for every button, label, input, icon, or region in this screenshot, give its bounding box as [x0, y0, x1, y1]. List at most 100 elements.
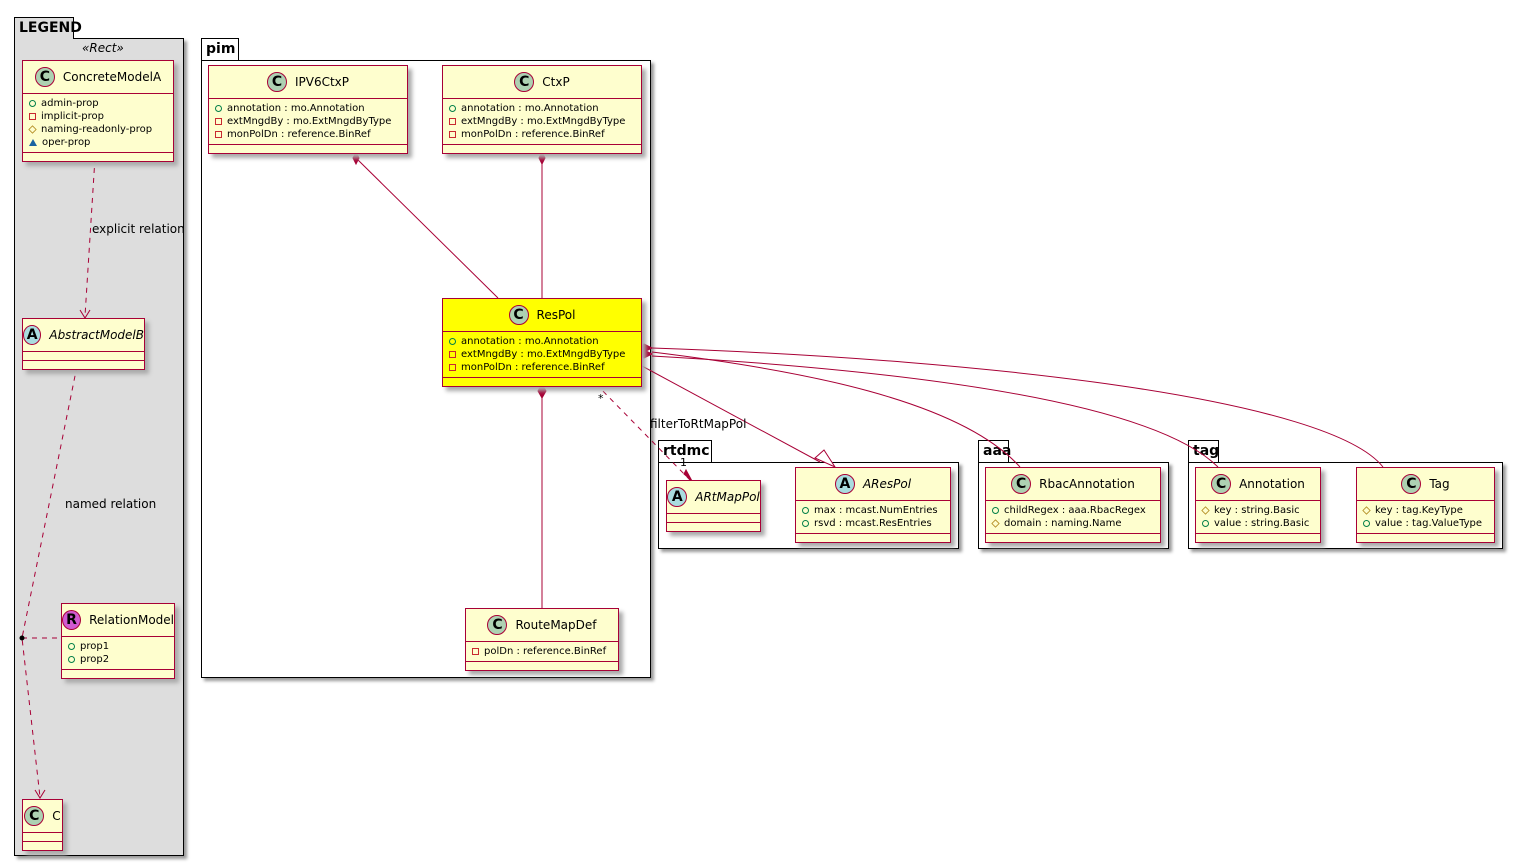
class-icon: C	[508, 305, 529, 325]
protected-visibility-icon	[991, 519, 1000, 528]
attribute-text: max : mcast.NumEntries	[814, 505, 938, 516]
attribute: extMngdBy : mo.ExtMngdByType	[449, 115, 635, 128]
class-name: IPV6CtxP	[294, 75, 350, 89]
class-icon: C	[1211, 474, 1232, 494]
class-name: AbstractModelB	[49, 328, 144, 342]
protected-visibility-icon	[28, 125, 37, 134]
attribute: max : mcast.NumEntries	[802, 504, 944, 517]
class-attributes	[23, 352, 144, 361]
class-name: C	[52, 809, 61, 823]
private-visibility-icon	[449, 131, 456, 138]
attribute: admin-prop	[29, 97, 167, 110]
class-ARtMapPol[interactable]: A ARtMapPol	[666, 480, 761, 532]
attribute: oper-prop	[29, 136, 167, 149]
private-visibility-icon	[29, 113, 36, 120]
class-icon: C	[1401, 474, 1422, 494]
class-icon: C	[1011, 474, 1032, 494]
explicit-relation-label: explicit relation	[92, 222, 185, 236]
class-icon: C	[24, 806, 45, 826]
attribute: polDn : reference.BinRef	[472, 645, 612, 658]
class-operations	[23, 153, 173, 161]
public-visibility-icon	[802, 507, 809, 514]
attribute: key : tag.KeyType	[1362, 504, 1488, 517]
private-visibility-icon	[449, 351, 456, 358]
edge-respol-annotation	[651, 355, 1219, 468]
arrow-head	[34, 789, 46, 799]
public-visibility-icon	[215, 105, 222, 112]
attribute-text: oper-prop	[42, 137, 91, 148]
relation-class-icon: R	[62, 610, 82, 630]
attribute: prop1	[68, 640, 168, 653]
abstract-class-icon: A	[23, 325, 42, 345]
arrow-head	[683, 468, 693, 482]
public-visibility-icon	[68, 656, 75, 663]
class-operations	[1196, 534, 1320, 542]
attribute-text: extMngdBy : mo.ExtMngdByType	[461, 116, 626, 127]
attribute: monPolDn : reference.BinRef	[449, 128, 635, 141]
private-visibility-icon	[215, 131, 222, 138]
attribute: monPolDn : reference.BinRef	[449, 361, 635, 374]
multiplicity-one: 1	[680, 456, 687, 469]
class-name: RouteMapDef	[515, 618, 597, 632]
class-operations	[23, 361, 144, 369]
attribute-text: prop1	[80, 641, 110, 652]
attribute-text: childRegex : aaa.RbacRegex	[1004, 505, 1146, 516]
class-header: A AbstractModelB	[23, 319, 144, 352]
public-visibility-icon	[992, 507, 999, 514]
attribute-text: key : string.Basic	[1214, 505, 1300, 516]
class-attributes: prop1 prop2	[62, 637, 174, 670]
edge-explicit-relation	[84, 157, 96, 317]
class-Tag[interactable]: C Tag key : tag.KeyType value : tag.ValueTy…	[1356, 467, 1495, 543]
attribute: key : string.Basic	[1201, 504, 1314, 517]
public-visibility-icon	[68, 643, 75, 650]
public-visibility-icon	[29, 100, 36, 107]
class-AbstractModelB[interactable]: A AbstractModelB	[22, 318, 145, 370]
attribute: value : tag.ValueType	[1363, 517, 1488, 530]
private-visibility-icon	[215, 118, 222, 125]
attribute: naming-readonly-prop	[28, 123, 167, 136]
public-visibility-icon	[1202, 520, 1209, 527]
package-tab-aaa: aaa	[978, 440, 1011, 462]
attribute: annotation : mo.Annotation	[449, 102, 635, 115]
abstract-class-icon: A	[667, 487, 688, 507]
protected-visibility-icon	[1201, 506, 1210, 515]
attribute-text: annotation : mo.Annotation	[461, 103, 599, 114]
attribute: monPolDn : reference.BinRef	[215, 128, 401, 141]
attribute-text: key : tag.KeyType	[1375, 505, 1463, 516]
class-attributes	[667, 514, 760, 523]
class-name: ConcreteModelA	[62, 70, 162, 84]
package-tab-pim: pim	[201, 38, 239, 60]
attribute: implicit-prop	[29, 110, 167, 123]
class-operations	[466, 662, 618, 670]
attribute-text: prop2	[80, 654, 110, 665]
class-name: ARtMapPol	[695, 490, 760, 504]
attribute-text: extMngdBy : mo.ExtMngdByType	[461, 349, 626, 360]
protected-visibility-icon	[1362, 506, 1371, 515]
class-name: Tag	[1429, 477, 1450, 491]
class-header: C Tag	[1357, 468, 1494, 501]
attribute-text: value : tag.ValueType	[1375, 518, 1483, 529]
class-operations	[62, 670, 174, 678]
